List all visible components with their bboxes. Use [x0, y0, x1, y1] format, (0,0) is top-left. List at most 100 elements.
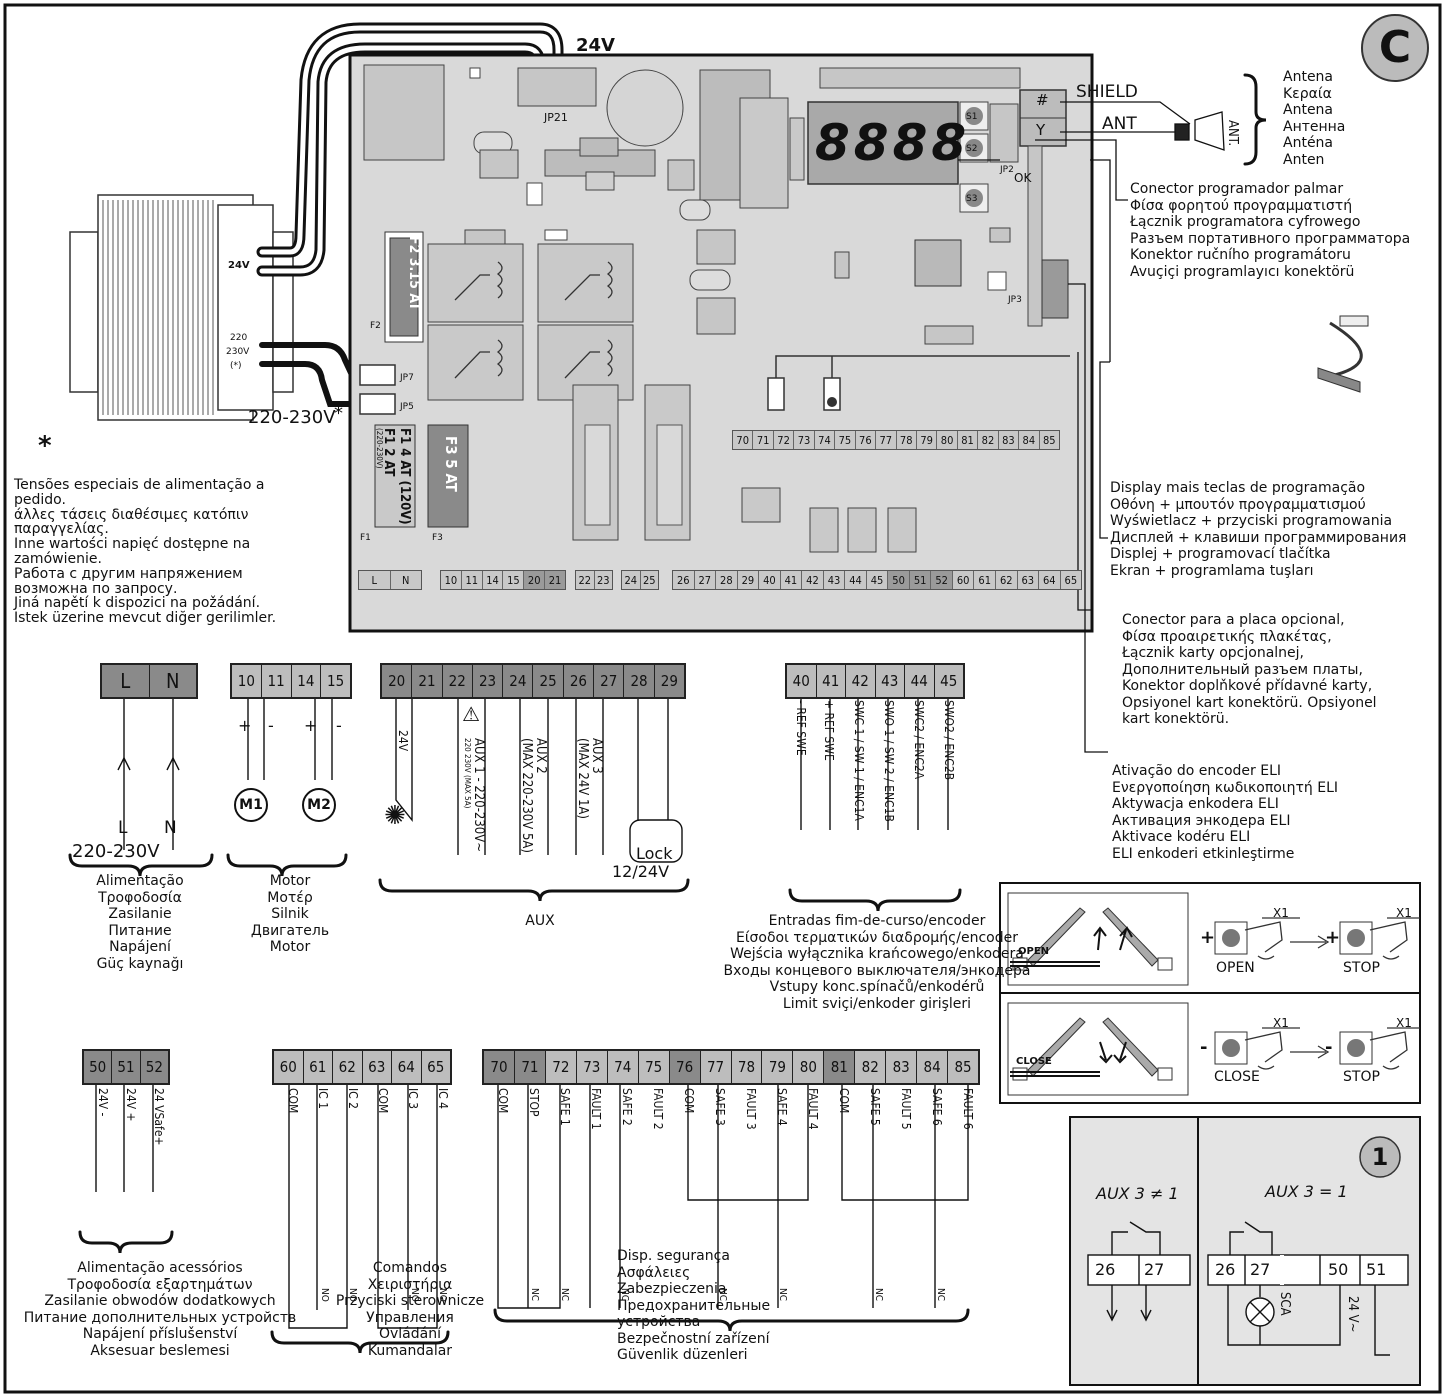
x1-open-stop: X1: [1396, 906, 1412, 920]
transformer-220: 220: [230, 333, 248, 343]
aux3-not-1-title: AUX 3 ≠ 1: [1096, 1184, 1179, 1203]
s2-button[interactable]: S2: [966, 144, 978, 154]
f2-label: F2: [370, 321, 381, 331]
star-icon: *: [334, 403, 343, 424]
control-board: [348, 53, 1094, 633]
board-24v-label: 24V: [576, 35, 615, 56]
acc-wire-1: 24V -: [96, 1088, 110, 1117]
sca-label: SCA: [1277, 1292, 1292, 1316]
m1-minus: -: [268, 716, 274, 735]
aux2-note: (MAX 220-230V 5A): [519, 738, 534, 853]
safety-nc-2: NC: [559, 1288, 570, 1302]
shield-hash-label: #: [1036, 91, 1049, 109]
stop-plus: +: [1325, 927, 1341, 948]
wire-l-label: L: [118, 818, 128, 838]
safety-wire-8: SAFE 3: [713, 1088, 727, 1126]
aux2-label: AUX 2: [533, 738, 548, 774]
jp3-label: JP3: [1008, 295, 1022, 305]
safety-nc-1: NC: [529, 1288, 540, 1302]
jp5-label: JP5: [400, 402, 414, 412]
optional-card-label: Conector para a placa opcional,Φίσα προα…: [1122, 612, 1377, 727]
lower-wiring: [95, 697, 969, 1329]
transformer: [69, 194, 294, 421]
x1-close: X1: [1273, 1016, 1289, 1030]
stop-button-label-2: STOP: [1343, 1069, 1380, 1085]
lock-label: Lock: [636, 844, 673, 863]
cmd-wire-4: COM: [376, 1088, 390, 1114]
jp7-label: JP7: [400, 373, 414, 383]
aux3-panel-badge: 1: [1371, 1143, 1389, 1171]
aux3-panel: [1069, 1116, 1421, 1386]
section-badge: [1361, 14, 1429, 82]
safety-wire-16: FAULT 6: [961, 1088, 975, 1130]
section-badge-letter: C: [1378, 22, 1412, 73]
aux3-note: (MAX 24V 1A): [575, 738, 590, 819]
mains-label: 220-230V: [72, 841, 160, 862]
f3-label: F3: [432, 533, 443, 543]
open-plus: +: [1200, 927, 1216, 948]
acc-wire-3: 24 VSafe+: [152, 1088, 166, 1146]
s1-button[interactable]: S1: [966, 112, 978, 122]
seven-segment-display: 8888: [815, 114, 971, 172]
cmd-wire-2: IC 1: [316, 1088, 330, 1110]
aux1-label: AUX 1 - 220-230V~: [471, 738, 486, 853]
s3-button[interactable]: S3: [966, 194, 978, 204]
safety-wire-15: SAFE 6: [930, 1088, 944, 1126]
optional-card-connector: [1317, 315, 1369, 393]
shield-label: SHIELD: [1076, 82, 1138, 102]
safety-wire-6: FAULT 2: [651, 1088, 665, 1130]
flashing-lamp-icon: ✺: [384, 801, 406, 831]
aux-caption: AUX: [525, 913, 555, 929]
safety-wire-9: FAULT 3: [744, 1088, 758, 1130]
aux3-left-27: 27: [1144, 1260, 1165, 1279]
fuse-f1-sub-label: (220-230V): [375, 428, 384, 469]
ok-label: OK: [1014, 171, 1032, 185]
aux1-note: 220 230V (MAX 5A): [463, 738, 472, 809]
safety-wire-14: FAULT 5: [899, 1088, 913, 1130]
note-star-icon: *: [38, 431, 52, 461]
aux3-right-51: 51: [1366, 1260, 1387, 1279]
x1-close-stop: X1: [1396, 1016, 1412, 1030]
safety-nc-7: NC: [935, 1288, 946, 1302]
fuse-f3-label: F3 5 AT: [442, 436, 460, 492]
safety-nc-5: NC: [777, 1288, 788, 1302]
safety-wire-1: COM: [496, 1088, 510, 1114]
close-button-label: CLOSE: [1214, 1069, 1260, 1085]
limit-wire-2: + REF SWE: [822, 700, 836, 761]
lamp-24v-label: 24V: [396, 730, 410, 752]
transformer-24v: 24V: [228, 260, 250, 271]
cmd-wire-5: IC 3: [406, 1088, 420, 1110]
open-button-label: OPEN: [1216, 960, 1255, 976]
stop-minus: -: [1325, 1037, 1333, 1058]
gate-open-label: OPEN: [1018, 946, 1050, 957]
aux3-right-50: 50: [1328, 1260, 1349, 1279]
close-minus: -: [1200, 1037, 1208, 1058]
aux3-24v-label: 24 V~: [1345, 1296, 1360, 1333]
fuse-f2-label: F2 3.15 AT: [406, 236, 422, 311]
safety-wire-3: SAFE 1: [558, 1088, 572, 1126]
limit-wire-3: SWC 1 / SW 1 / ENC1A: [852, 700, 866, 821]
ant-y-label: Y: [1036, 121, 1046, 139]
limit-wire-1: - REF SWE: [794, 700, 808, 756]
f1-label: F1: [360, 533, 371, 543]
transformer-star: (*): [230, 361, 242, 371]
cmd-wire-3: IC 2: [346, 1088, 360, 1110]
ant-connector-label: ANT.: [1225, 120, 1240, 147]
